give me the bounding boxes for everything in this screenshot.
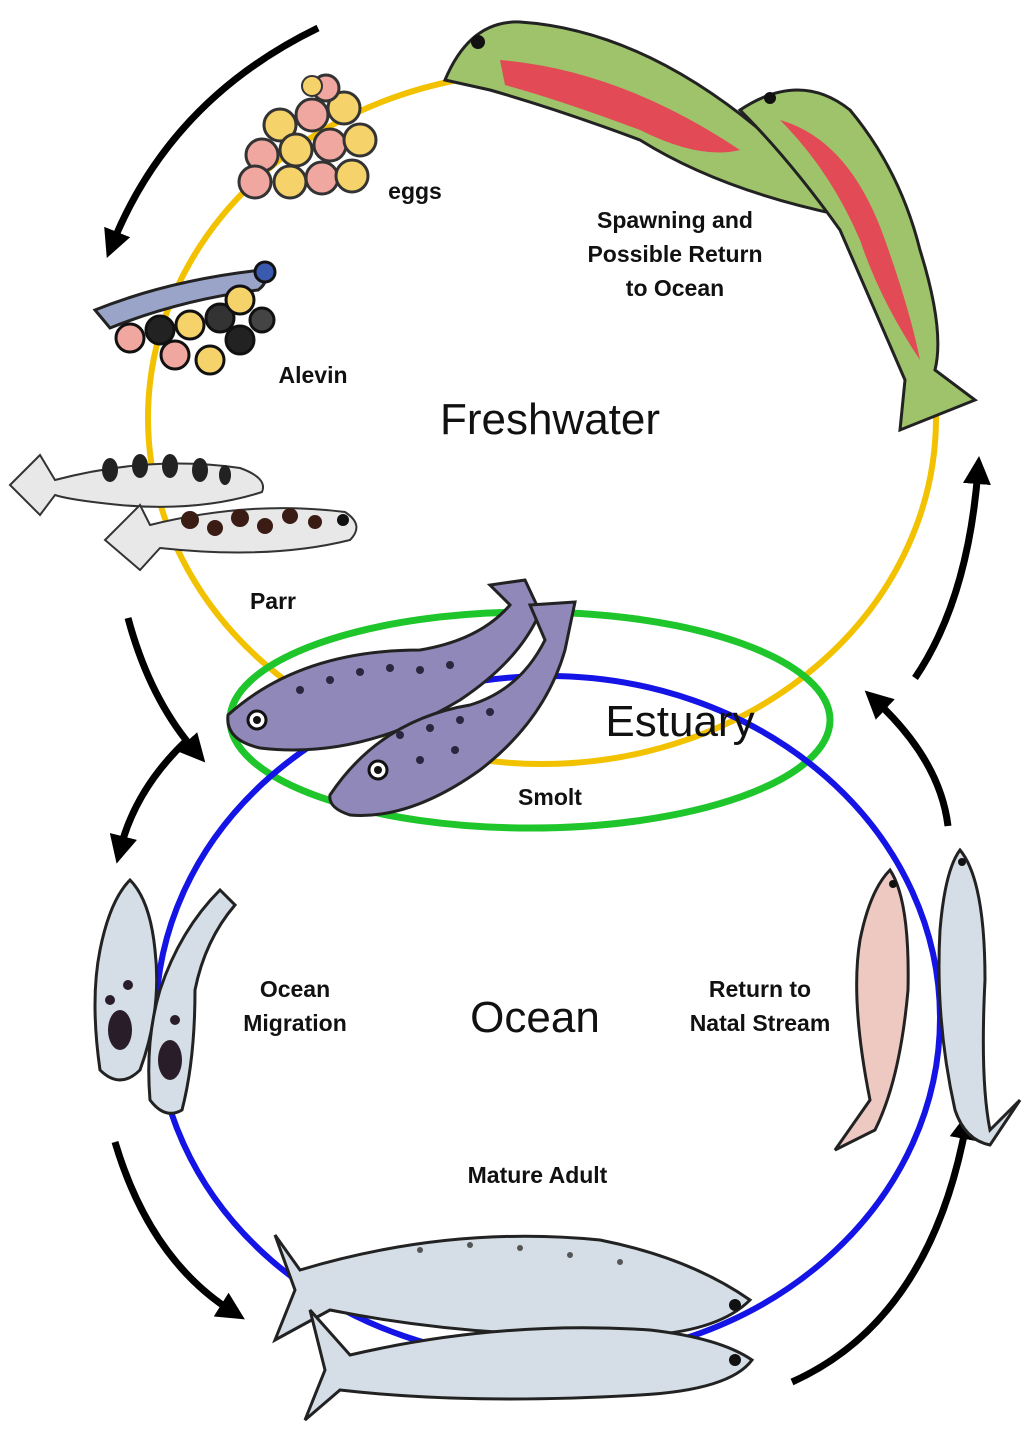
smolt-label: Smolt	[500, 780, 600, 814]
freshwater-region-label: Freshwater	[410, 395, 690, 445]
estuary-region-label: Estuary	[580, 697, 780, 747]
arrow-return-to-estuary	[875, 700, 948, 826]
eggs-label: eggs	[370, 174, 460, 208]
alevin-label: Alevin	[258, 358, 368, 392]
ocean-migration-label: Ocean Migration	[220, 972, 370, 1040]
mature-adult-label: Mature Adult	[430, 1158, 645, 1192]
arrow-adult-to-return	[792, 1125, 966, 1382]
spawning-label: Spawning and Possible Return to Ocean	[555, 203, 795, 305]
alevin-illustration	[95, 262, 275, 374]
arrow-parr-to-smolt	[128, 618, 196, 752]
ocean-migration-illustration	[95, 880, 235, 1113]
mature-adult-illustration	[275, 1235, 752, 1420]
arrow-smolt-to-ocean	[120, 742, 185, 850]
parr-label: Parr	[228, 584, 318, 618]
arrow-migration-to-adult	[115, 1142, 233, 1312]
parr-illustration	[10, 454, 356, 570]
return-natal-label: Return to Natal Stream	[665, 972, 855, 1040]
ocean-region-label: Ocean	[440, 993, 630, 1043]
